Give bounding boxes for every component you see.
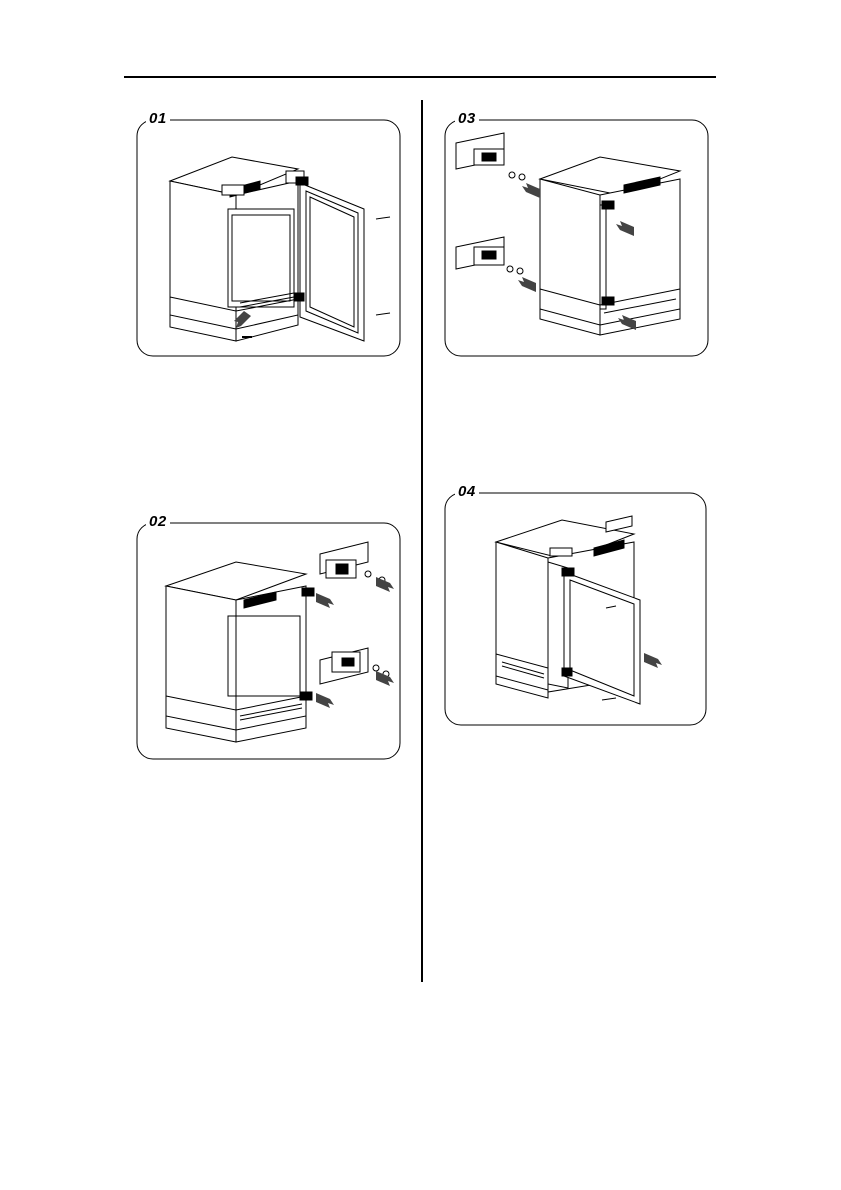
step-03-label: 03 (455, 111, 479, 127)
step-03-illustration (444, 119, 709, 357)
step-04-illustration (444, 492, 707, 726)
step-01-illustration (136, 119, 401, 357)
step-01-label: 01 (146, 111, 170, 127)
step-04-label: 04 (455, 484, 479, 500)
header-rule (124, 76, 716, 78)
step-02-illustration (136, 522, 401, 760)
step-02-panel (136, 522, 401, 760)
step-03-panel (444, 119, 709, 357)
step-01-panel (136, 119, 401, 357)
step-04-panel (444, 492, 707, 726)
column-divider (421, 100, 423, 982)
step-02-label: 02 (146, 514, 170, 530)
